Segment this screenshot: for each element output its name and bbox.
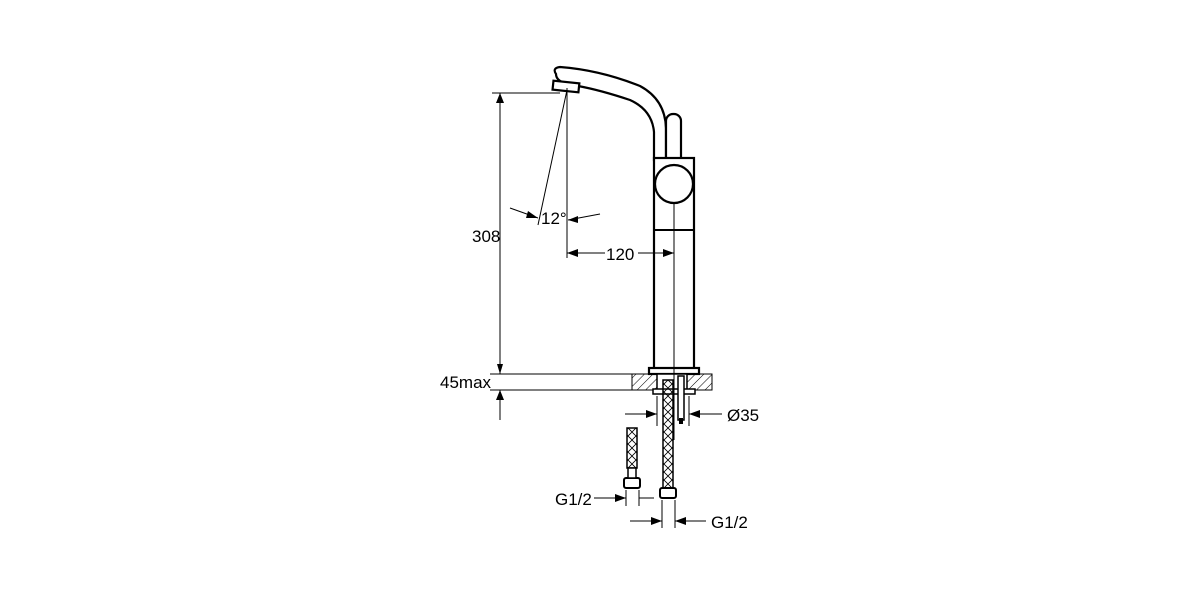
angle-label: 12° <box>541 209 567 228</box>
hole-diameter-label: Ø35 <box>727 406 759 425</box>
supply-hoses <box>623 379 677 499</box>
hole-diameter-dimension: Ø35 <box>625 396 759 426</box>
deck-thickness-label: 45max <box>440 373 492 392</box>
connection-right-label: G1/2 <box>711 513 748 532</box>
height-dimension: 308 <box>472 92 560 374</box>
connection-left-dimension: G1/2 <box>555 490 654 509</box>
reach-dimension: 120 <box>567 202 675 440</box>
deck-section <box>490 373 713 424</box>
height-label: 308 <box>472 227 500 246</box>
deck-thickness-dimension: 45max <box>440 373 504 420</box>
faucet-body <box>551 65 701 376</box>
connection-right-dimension: G1/2 <box>630 500 748 532</box>
angle-dimension: 12° <box>509 88 601 258</box>
connection-left-label: G1/2 <box>555 490 592 509</box>
reach-label: 120 <box>606 245 634 264</box>
